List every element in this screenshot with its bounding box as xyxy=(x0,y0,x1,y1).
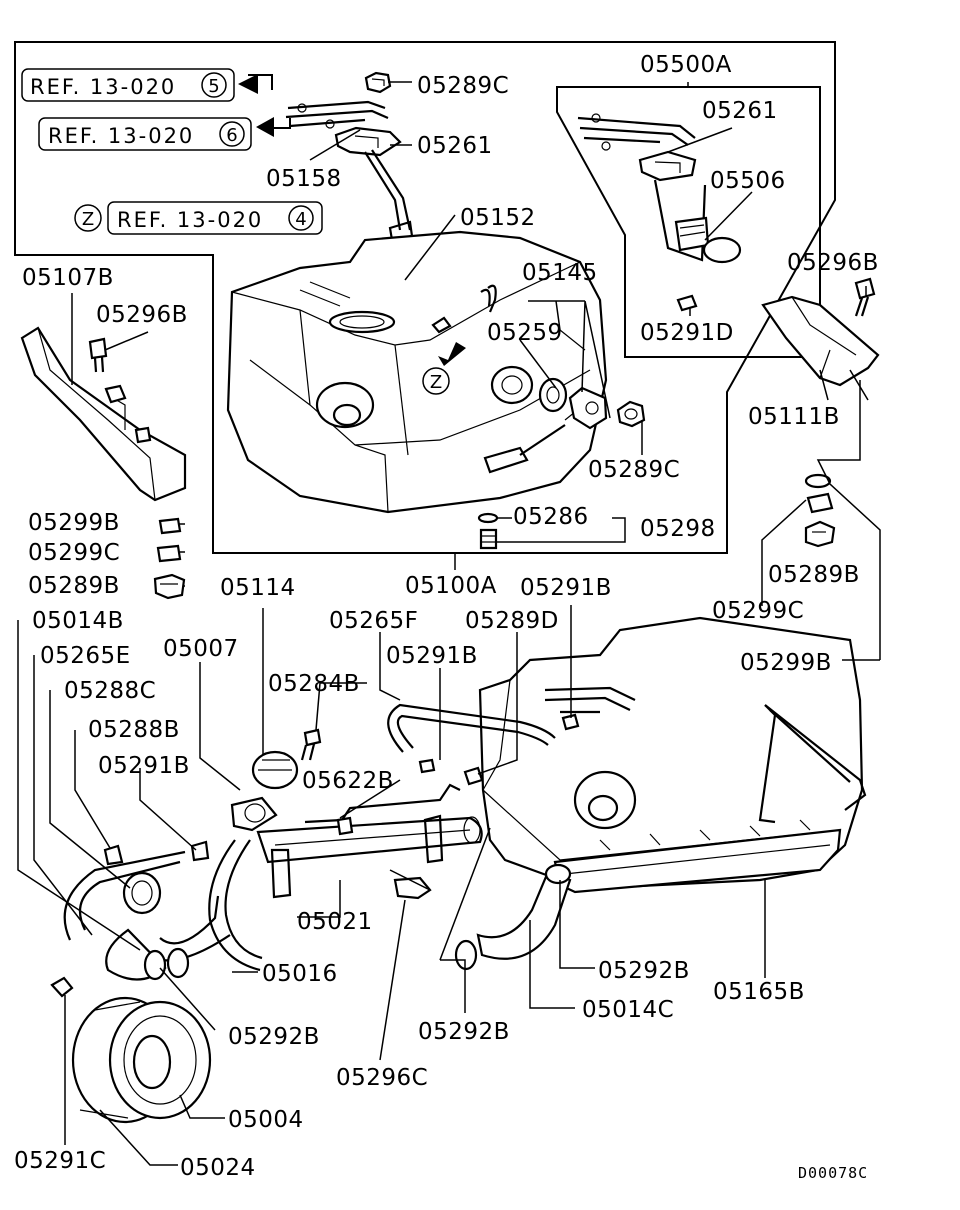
fuel-tank-upper[interactable] xyxy=(226,230,608,514)
leader-lines xyxy=(17,81,881,1166)
label-05299C-left[interactable]: 05299C xyxy=(28,540,120,566)
tank-bolt-washer[interactable] xyxy=(477,512,499,550)
gasket-and-plate[interactable] xyxy=(538,377,646,430)
reference-number: 6 xyxy=(226,125,237,146)
tank-protector-right[interactable] xyxy=(761,277,880,387)
fuel-pump-assembly[interactable] xyxy=(577,113,742,312)
drawing-code: D00078C xyxy=(798,1164,868,1182)
label-05296C[interactable]: 05296C xyxy=(336,1065,428,1091)
tank-protector-left[interactable] xyxy=(20,326,187,502)
skid-plate[interactable] xyxy=(553,704,867,894)
reference-text: REF. 13-020 xyxy=(117,208,263,232)
label-05289C[interactable]: 05289C xyxy=(417,73,509,99)
label-05259[interactable]: 05259 xyxy=(487,320,563,346)
label-05289C-lower[interactable]: 05289C xyxy=(588,457,680,483)
reference-text: REF. 13-020 xyxy=(48,124,194,148)
label-05292B-right[interactable]: 05292B xyxy=(598,958,690,984)
reference-box-6[interactable]: REF. 13-020 6 xyxy=(38,117,252,151)
fuel-sender-unit[interactable] xyxy=(285,71,414,242)
view-marker-z: Z xyxy=(82,209,94,230)
reference-box-4[interactable]: Z REF. 13-020 4 xyxy=(74,201,323,235)
reference-box-5[interactable]: REF. 13-020 5 xyxy=(21,68,235,102)
label-05100A[interactable]: 05100A xyxy=(405,573,497,599)
filler-neck[interactable] xyxy=(208,728,483,972)
label-05014C[interactable]: 05014C xyxy=(582,997,674,1023)
upper-assembly-frame xyxy=(14,41,836,554)
label-05299C-right[interactable]: 05299C xyxy=(712,598,804,624)
label-05292B-left[interactable]: 05292B xyxy=(228,1024,320,1050)
label-05261[interactable]: 05261 xyxy=(417,133,493,159)
reference-number: 4 xyxy=(295,209,306,230)
left-hardware[interactable] xyxy=(153,517,186,600)
label-05299B-left[interactable]: 05299B xyxy=(28,510,120,536)
label-05284B[interactable]: 05284B xyxy=(268,671,360,697)
label-05286[interactable]: 05286 xyxy=(513,504,589,530)
label-05291B-mid[interactable]: 05291B xyxy=(386,643,478,669)
label-05145[interactable]: 05145 xyxy=(522,260,598,286)
reference-arrows xyxy=(238,74,291,137)
reference-number: 5 xyxy=(208,76,219,97)
label-05500A[interactable]: 05500A xyxy=(640,52,732,78)
label-05261-pump[interactable]: 05261 xyxy=(702,98,778,124)
label-05298[interactable]: 05298 xyxy=(640,516,716,542)
filler-hoses[interactable] xyxy=(63,840,231,981)
label-05288B[interactable]: 05288B xyxy=(88,717,180,743)
label-05289D[interactable]: 05289D xyxy=(465,608,559,634)
label-05014B[interactable]: 05014B xyxy=(32,608,124,634)
label-05291B-left[interactable]: 05291B xyxy=(98,753,190,779)
label-05288C[interactable]: 05288C xyxy=(64,678,156,704)
label-05152[interactable]: 05152 xyxy=(460,205,536,231)
part-labels: 05289C 05261 05158 05152 05500A 05261 05… xyxy=(14,52,879,1182)
label-05007[interactable]: 05007 xyxy=(163,636,239,662)
label-05292B-mid[interactable]: 05292B xyxy=(418,1019,510,1045)
label-05506[interactable]: 05506 xyxy=(710,168,786,194)
label-05291D[interactable]: 05291D xyxy=(640,320,734,346)
label-05114[interactable]: 05114 xyxy=(220,575,296,601)
label-05622B[interactable]: 05622B xyxy=(302,768,394,794)
tank-inlet-hose[interactable] xyxy=(454,863,572,971)
label-05265E[interactable]: 05265E xyxy=(40,643,131,669)
vent-hose[interactable] xyxy=(387,703,580,786)
label-05289B-left[interactable]: 05289B xyxy=(28,573,120,599)
view-z-arrow: Z xyxy=(422,342,466,395)
label-05004[interactable]: 05004 xyxy=(228,1107,304,1133)
pump-assembly-frame xyxy=(556,86,821,358)
filler-housing[interactable] xyxy=(50,976,212,1124)
label-05111B[interactable]: 05111B xyxy=(748,404,840,430)
label-05021[interactable]: 05021 xyxy=(297,909,373,935)
label-05024[interactable]: 05024 xyxy=(180,1155,256,1181)
label-05158[interactable]: 05158 xyxy=(266,166,342,192)
right-hardware[interactable] xyxy=(804,473,836,548)
label-05291B-top[interactable]: 05291B xyxy=(520,575,612,601)
label-05265F[interactable]: 05265F xyxy=(329,608,418,634)
label-05296B-right[interactable]: 05296B xyxy=(787,250,879,276)
label-05296B-left[interactable]: 05296B xyxy=(96,302,188,328)
label-05016[interactable]: 05016 xyxy=(262,961,338,987)
label-05289B-right[interactable]: 05289B xyxy=(768,562,860,588)
label-05291C[interactable]: 05291C xyxy=(14,1148,106,1174)
label-05165B[interactable]: 05165B xyxy=(713,979,805,1005)
view-marker-z-2: Z xyxy=(430,372,442,393)
label-05299B-right[interactable]: 05299B xyxy=(740,650,832,676)
reference-text: REF. 13-020 xyxy=(30,75,176,99)
label-05107B[interactable]: 05107B xyxy=(22,265,114,291)
